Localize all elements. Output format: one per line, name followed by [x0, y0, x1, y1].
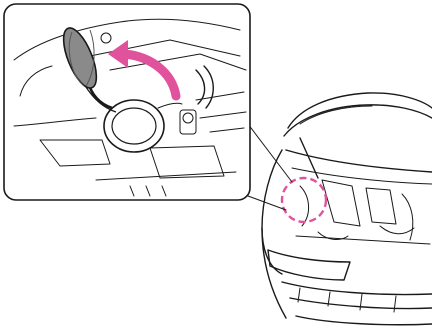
- highlight-marker: [282, 178, 326, 222]
- engine-bay: [286, 150, 432, 172]
- front-bumper: [282, 282, 432, 295]
- headlight: [268, 250, 350, 280]
- hood: [288, 93, 432, 128]
- callout-leader-lines: [248, 124, 292, 210]
- body-outline: [262, 150, 282, 274]
- vehicle-front-illustration: [262, 93, 432, 325]
- detail-inset: [4, 4, 250, 200]
